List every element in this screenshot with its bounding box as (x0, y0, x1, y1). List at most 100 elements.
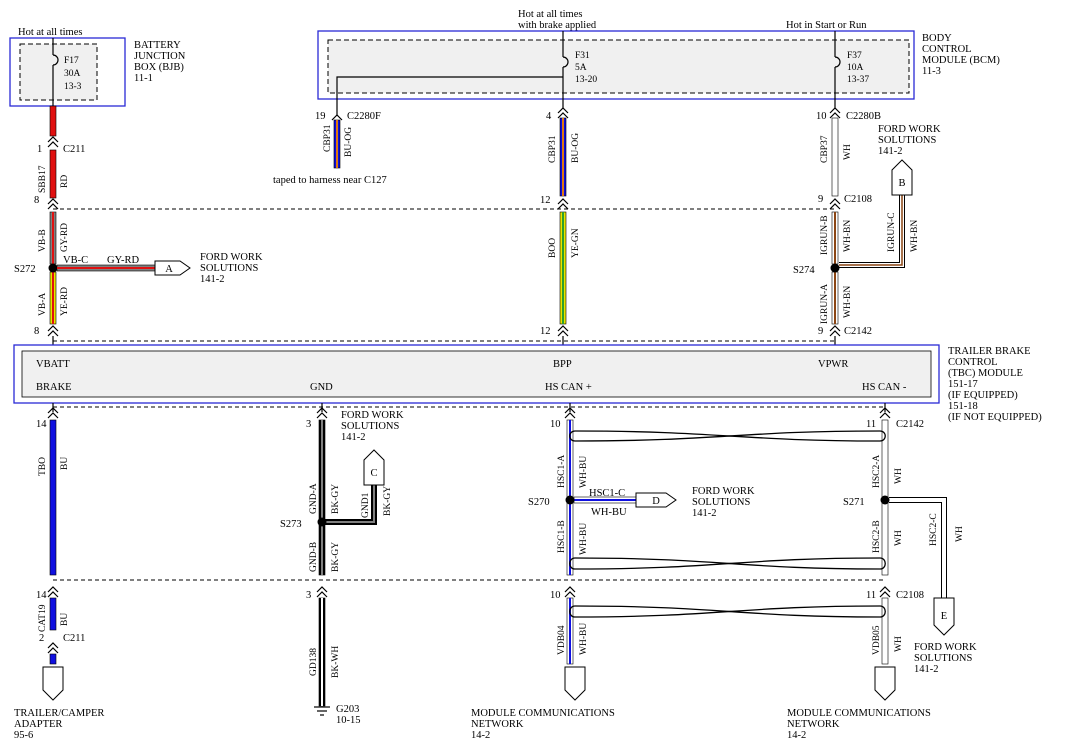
circuit-gnd1: GND1 (361, 492, 371, 518)
circuit-hsc2-b: HSC2-B (872, 520, 882, 553)
circuit-wh-hsc2-c: WH (955, 526, 965, 542)
pin-tbo-14-bot: 14 (36, 590, 47, 601)
connector-c2142-top: C2142 (844, 326, 872, 337)
trailer-label-2: ADAPTER (14, 719, 62, 730)
circuit-hsc2-a: HSC2-A (872, 455, 882, 488)
fuse-f31-ref: 13-20 (575, 75, 597, 85)
circuit-cbp31: CBP31 (548, 135, 558, 163)
circuit-bk-gy-1: BK-GY (383, 486, 393, 516)
circuit-wh-hsc2-b: WH (894, 530, 904, 546)
connector-c2280b: C2280B (846, 111, 881, 122)
ground-g203: G203 (336, 704, 359, 715)
circuit-bu-tbo: BU (60, 457, 70, 470)
circuit-hsc1-c: HSC1-C (589, 488, 625, 499)
offpage-b-label: B (898, 178, 905, 189)
circuit-cbp37: CBP37 (820, 135, 830, 163)
twisted-pair-middle (569, 557, 886, 570)
tbc-title-3: (TBC) MODULE (948, 368, 1023, 379)
circuit-wh-hsc2-a: WH (894, 468, 904, 484)
connector-c2108-bot: C2108 (896, 590, 924, 601)
connector-c2108-top: C2108 (844, 194, 872, 205)
circuit-igrun-b: IGRUN-B (820, 215, 830, 255)
pin-c211-1: 1 (37, 144, 42, 155)
twisted-pair-upper (569, 430, 886, 442)
offpage-a-label: A (165, 264, 173, 275)
pin-c211-2: 2 (39, 633, 44, 644)
pin-bpp-12-top: 12 (540, 195, 551, 206)
splice-s270 (565, 495, 575, 505)
circuit-igrun-a: IGRUN-A (820, 284, 830, 324)
circuit-bu-og: BU-OG (571, 133, 581, 163)
circuit-wh-vdb05: WH (894, 636, 904, 652)
taped-note: taped to harness near C127 (273, 175, 387, 186)
pin-vpwr-10: 10 (816, 111, 827, 122)
tbc-title-7: (IF NOT EQUIPPED) (948, 412, 1042, 423)
bjb-title-2: JUNCTION (134, 51, 186, 62)
circuit-vdb05: VDB05 (872, 625, 882, 655)
run-hot-label: Hot in Start or Run (786, 20, 867, 31)
fuse-f17-ref: 13-3 (64, 82, 82, 92)
tbc-title-1: TRAILER BRAKE (948, 346, 1031, 357)
fws-d-3: 141-2 (692, 508, 717, 519)
fuse-f17-label: F17 (64, 56, 79, 66)
battery-junction-box: F17 30A 13-3 (9, 37, 126, 107)
mcn-right-1: MODULE COMMUNICATIONS (787, 708, 931, 719)
fws-c-3: 141-2 (341, 432, 366, 443)
pin-hscan-minus-11-bot: 11 (866, 590, 876, 601)
circuit-wh-bu-c: WH-BU (591, 507, 627, 518)
circuit-cat19: CAT19 (38, 604, 48, 632)
circuit-bk-wh: BK-WH (331, 646, 341, 678)
trailer-label-3: 95-6 (14, 730, 33, 741)
offpage-connector-e (933, 597, 955, 636)
mcn-right-2: NETWORK (787, 719, 840, 730)
pin-c2280f-19: 19 (315, 111, 326, 122)
body-control-module: F31 5A 13-20 F37 10A 13-37 (317, 30, 915, 115)
offpage-c-label: C (370, 468, 377, 479)
wire-bpp (557, 107, 569, 346)
splice-s271-label: S271 (843, 497, 865, 508)
wire-cbp31-taped (331, 114, 343, 169)
fuse-f17-rating: 30A (64, 69, 81, 79)
bjb-title-3: BOX (BJB) (134, 62, 184, 73)
fws-b-1: FORD WORK (878, 124, 941, 135)
twisted-pair-lower (569, 605, 886, 618)
bcm-title-1: BODY (922, 33, 952, 44)
bcm-title-2: CONTROL (922, 44, 972, 55)
circuit-gd138: GD138 (309, 648, 319, 676)
circuit-hsc1-b: HSC1-B (557, 520, 567, 553)
circuit-cbp31-taped: CBP31 (323, 124, 333, 152)
fws-e-1: FORD WORK (914, 642, 977, 653)
circuit-gy-rd: GY-RD (60, 223, 70, 252)
fuse-f37-ref: 13-37 (847, 75, 869, 85)
splice-s272-label: S272 (14, 264, 36, 275)
offpage-d-label: D (652, 496, 660, 507)
trailer-label-1: TRAILER/CAMPER (14, 708, 104, 719)
connector-arrow-icon (47, 136, 59, 143)
circuit-vdb04: VDB04 (557, 625, 567, 655)
circuit-vb-b: VB-B (38, 229, 48, 252)
circuit-hsc1-a: HSC1-A (557, 455, 567, 488)
mcn-left-2: NETWORK (471, 719, 524, 730)
pin-brake: BRAKE (36, 382, 72, 393)
circuit-tbo: TBO (38, 457, 48, 476)
pin-s272-top-8: 8 (34, 195, 39, 206)
ground-g203-ref: 10-15 (336, 715, 361, 726)
tbc-title-4: 151-17 (948, 379, 978, 390)
pin-s272-bot-8: 8 (34, 326, 39, 337)
tbc-title-5: (IF EQUIPPED) (948, 390, 1018, 401)
pin-gnd: GND (310, 382, 333, 393)
pin-vbatt: VBATT (36, 359, 70, 370)
fuse-f37-rating: 10A (847, 63, 864, 73)
mcn-left-1: MODULE COMMUNICATIONS (471, 708, 615, 719)
offpage-connector-d (635, 492, 677, 508)
fuse-f37-icon (834, 56, 841, 68)
splice-s270-label: S270 (528, 497, 550, 508)
fuse-f31-rating: 5A (575, 63, 587, 73)
fuse-f17-icon (52, 54, 59, 66)
circuit-wh-bu-vdb04: WH-BU (579, 623, 589, 655)
circuit-wh-bu-a: WH-BU (579, 456, 589, 488)
tbc-title-2: CONTROL (948, 357, 998, 368)
wire-sbb17 (47, 105, 59, 346)
pin-hscan-plus-10-top: 10 (550, 419, 561, 430)
